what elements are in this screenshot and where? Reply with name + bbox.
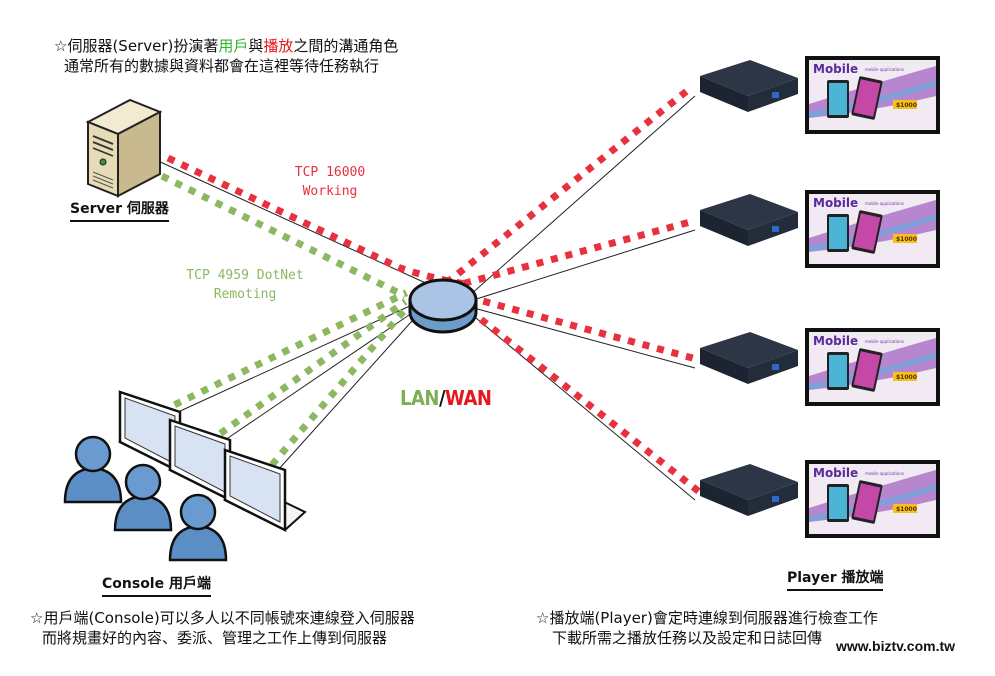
player-device: Mobile mobile applications $1000	[700, 56, 940, 134]
player-link-line	[469, 95, 696, 296]
user-avatar-icon	[113, 463, 173, 532]
lan-wan-label: LAN/WAN	[400, 386, 492, 410]
player-device: Mobile mobile applications $1000	[700, 190, 940, 268]
display-screen-icon: Mobile mobile applications $1000	[805, 460, 940, 538]
console-laptop-icon	[223, 448, 307, 533]
highlight-user-text: 用戶	[218, 37, 249, 55]
screen-title: Mobile	[813, 466, 858, 480]
price-text: $1000	[896, 102, 917, 109]
highlight-player-text: 播放	[263, 37, 294, 55]
website-url: www.biztv.com.tw	[836, 638, 956, 654]
server-description: ☆伺服器(Server)扮演著用戶與播放之間的溝通角色 通常所有的數據與資料都會…	[54, 36, 398, 76]
slash-text: /	[438, 386, 446, 410]
protocol-label-working: TCP 16000 Working	[294, 165, 366, 199]
router-hub-icon	[408, 278, 478, 334]
player-device: Mobile mobile applications $1000	[700, 460, 940, 538]
price-text: $1000	[896, 236, 917, 243]
player-device: Mobile mobile applications $1000	[700, 328, 940, 406]
screen-title: Mobile	[813, 334, 858, 348]
console-link-line	[177, 304, 413, 413]
screen-subtitle: mobile applications	[865, 67, 904, 72]
price-text: $1000	[896, 506, 917, 513]
user-head	[179, 493, 217, 531]
phone-screen	[853, 351, 881, 389]
display-screen-icon: Mobile mobile applications $1000	[805, 190, 940, 268]
console-label: Console 用戶端	[102, 573, 211, 597]
display-screen-icon: Mobile mobile applications $1000	[805, 56, 940, 134]
user-avatar-icon	[63, 435, 123, 504]
phone-screen	[829, 83, 847, 115]
server-remoting-dotted-line	[160, 172, 407, 300]
user-body	[168, 524, 228, 562]
phone-screen	[853, 483, 881, 521]
screen-subtitle: mobile applications	[865, 471, 904, 476]
user-body	[63, 466, 123, 504]
player-link-line	[469, 306, 696, 369]
price-tag	[893, 372, 917, 381]
user-avatar-icon	[168, 493, 228, 562]
player-label: Player 播放端	[787, 567, 884, 591]
protocol-label-remoting: TCP 4959 DotNet Remoting	[186, 268, 304, 302]
screen-subtitle: mobile applications	[865, 201, 904, 206]
laptop-screen	[229, 455, 281, 523]
display-screen-icon: Mobile mobile applications $1000	[805, 328, 940, 406]
console-remoting-dotted-line	[269, 308, 407, 468]
price-tag	[893, 504, 917, 513]
phone-screen	[853, 213, 881, 251]
server-label: Server 伺服器	[70, 198, 169, 222]
screen-title: Mobile	[813, 196, 858, 210]
player-working-dotted-line	[444, 86, 692, 286]
player-working-dotted-line	[455, 298, 703, 496]
phone-screen	[829, 217, 847, 249]
player-working-dotted-line	[453, 289, 699, 363]
price-tag	[893, 234, 917, 243]
user-head	[124, 463, 162, 501]
user-head	[74, 435, 112, 473]
console-remoting-dotted-line	[173, 289, 409, 408]
console-description: ☆用戶端(Console)可以多人以不同帳號來連線登入伺服器 而將規畫好的內容、…	[30, 609, 415, 647]
console-link-line	[224, 312, 413, 441]
price-tag	[893, 100, 917, 109]
server-description-line1: ☆伺服器(Server)扮演著用戶與播放之間的溝通角色	[54, 37, 399, 55]
player-link-line	[469, 229, 696, 302]
screen-title: Mobile	[813, 62, 858, 76]
phone-screen	[829, 487, 847, 519]
media-player-box-icon	[700, 60, 798, 112]
lan-text: LAN	[400, 386, 439, 410]
screen-subtitle: mobile applications	[865, 339, 904, 344]
phone-screen	[829, 355, 847, 387]
wan-text: WAN	[445, 386, 492, 410]
user-body	[113, 494, 173, 532]
console-link-line	[277, 320, 413, 471]
media-player-box-icon	[700, 332, 798, 384]
player-working-dotted-line	[448, 217, 694, 291]
phone-screen	[853, 79, 881, 117]
player-description: ☆播放端(Player)會定時連線到伺服器進行檢查工作 下載所需之播放任務以及設…	[536, 609, 878, 647]
price-text: $1000	[896, 374, 917, 381]
server-description-line2: 通常所有的數據與資料都會在這裡等待任務執行	[64, 57, 380, 75]
media-player-box-icon	[700, 194, 798, 246]
server-tower-icon	[85, 98, 163, 198]
media-player-box-icon	[700, 464, 798, 516]
